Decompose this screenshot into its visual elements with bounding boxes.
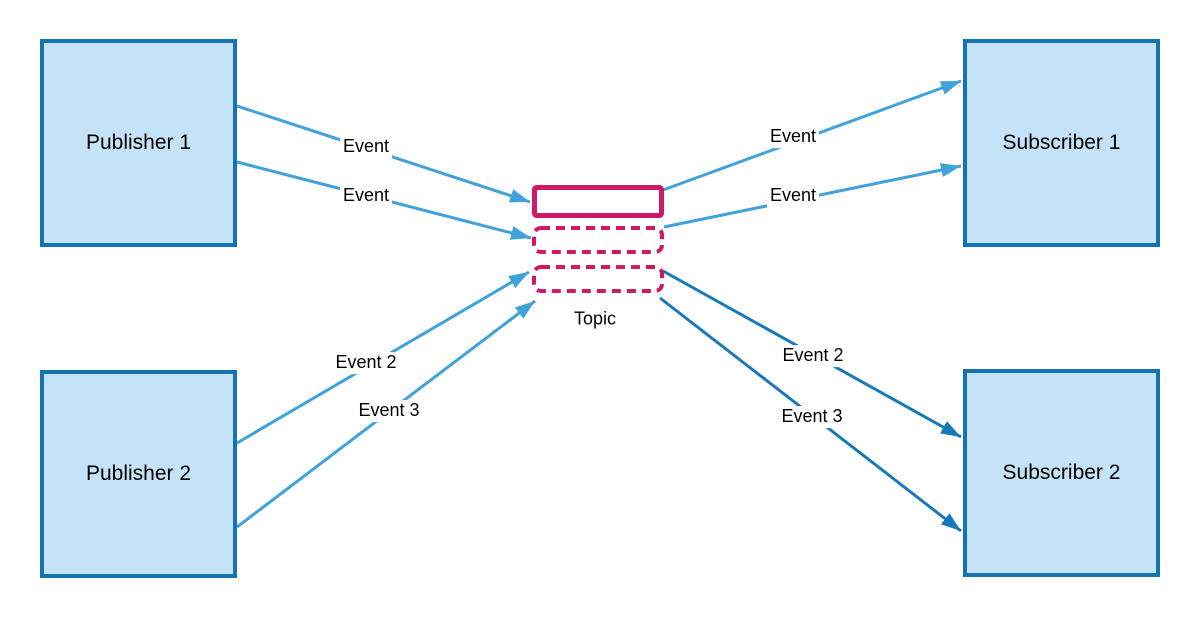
edge-label-pub2-event3: Event 3 [355, 400, 423, 422]
topic-queue-slot-1 [532, 226, 664, 254]
edge-label-sub2-event3: Event 3 [778, 406, 846, 428]
node-subscriber-1-label: Subscriber 1 [1002, 131, 1121, 154]
edge-label-sub2-event2: Event 2 [779, 345, 847, 367]
node-publisher-2: Publisher 2 [40, 370, 237, 578]
node-publisher-2-label: Publisher 2 [85, 462, 192, 485]
node-subscriber-2: Subscriber 2 [963, 369, 1160, 577]
node-subscriber-2-label: Subscriber 2 [1002, 461, 1121, 484]
edge-label-pub1-event-a: Event [339, 136, 393, 158]
node-subscriber-1: Subscriber 1 [963, 39, 1160, 247]
topic-queue-slot-2 [532, 265, 664, 293]
edge-label-sub1-event-a: Event [766, 126, 820, 148]
edge-label-sub1-event-b: Event [766, 185, 820, 207]
node-publisher-1-label: Publisher 1 [85, 131, 192, 154]
node-publisher-1: Publisher 1 [40, 39, 237, 247]
topic-label: Topic [573, 308, 617, 329]
edge-label-pub1-event-b: Event [339, 185, 393, 207]
edge-label-pub2-event2: Event 2 [332, 352, 400, 374]
topic-current-slot [532, 185, 664, 218]
